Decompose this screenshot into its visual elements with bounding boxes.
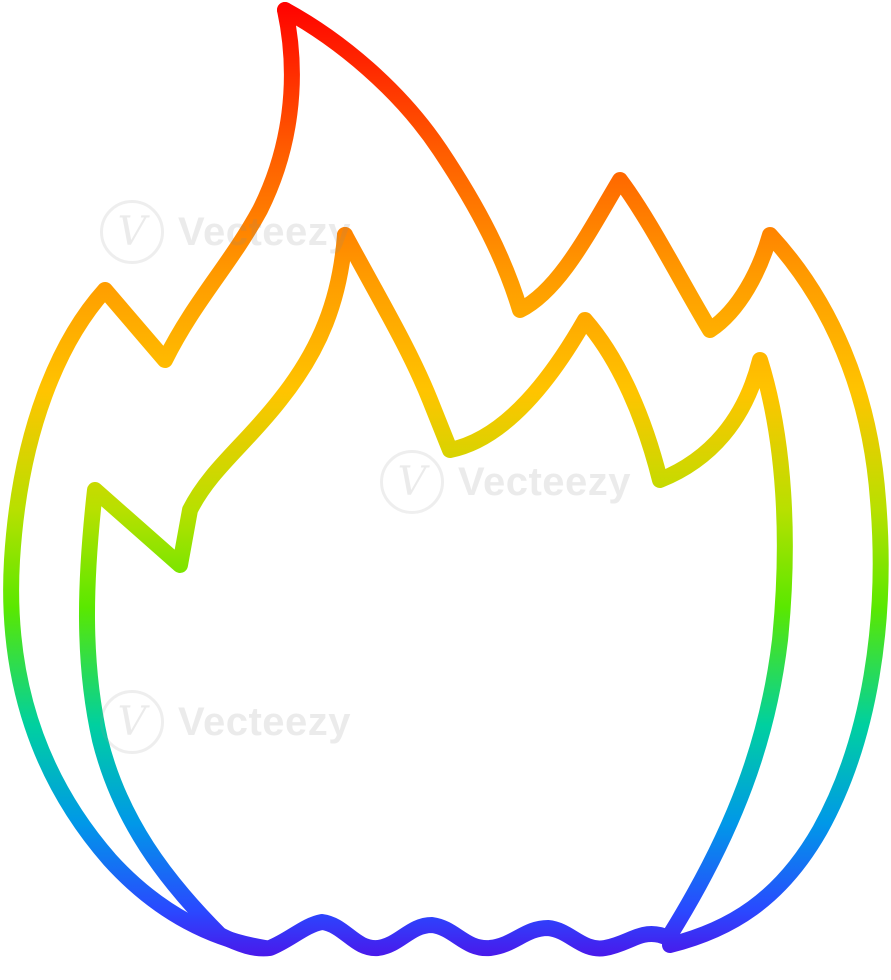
outer-flame-outline (3, 2, 300, 956)
flame-base-wave (212, 914, 683, 957)
inner-flame-right (337, 227, 793, 943)
outer-flame-right (277, 2, 889, 953)
inner-flame-outline (79, 227, 353, 943)
